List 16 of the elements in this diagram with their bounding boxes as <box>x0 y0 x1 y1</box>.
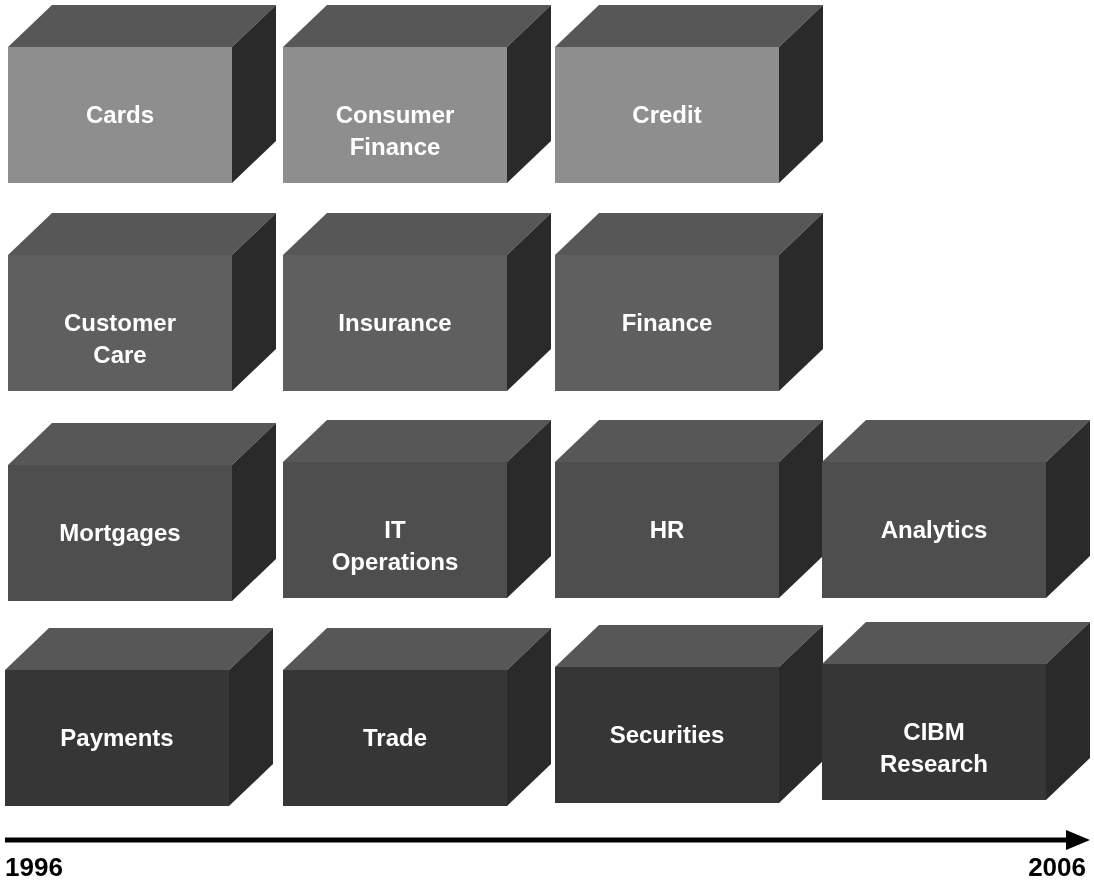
box-label: Analytics <box>879 515 989 545</box>
box-label: Mortgages <box>58 518 182 548</box>
box-label: Securities <box>608 720 726 750</box>
box-label: Customer Care <box>63 308 177 370</box>
box-label: Payments <box>59 723 175 753</box>
box-label: Insurance <box>337 308 453 338</box>
year-label: 1996 <box>5 852 63 883</box>
box-label: Trade <box>362 723 428 753</box>
box-label: HR <box>648 515 686 545</box>
year-label: 2006 <box>1028 852 1086 883</box>
box-label: Credit <box>631 100 703 130</box>
box-label: CIBM Research <box>878 717 990 779</box>
box-label: Cards <box>85 100 155 130</box>
box-label: Consumer Finance <box>334 100 456 162</box>
box-label: IT Operations <box>330 515 460 577</box>
box-label: Finance <box>620 308 714 338</box>
